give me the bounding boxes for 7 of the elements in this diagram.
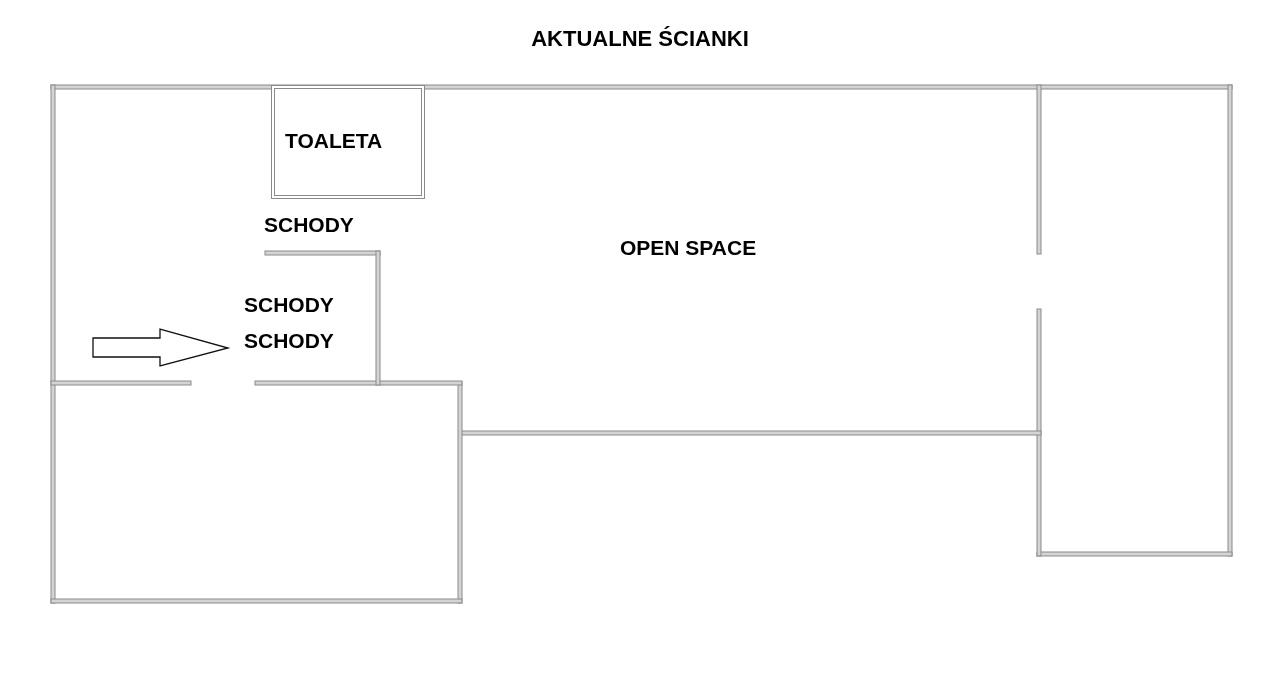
room-label: SCHODY xyxy=(264,212,354,238)
room-label: OPEN SPACE xyxy=(620,235,757,261)
room-label: SCHODY xyxy=(244,292,334,318)
room-label: TOALETA xyxy=(285,128,383,154)
room-label: SCHODY xyxy=(244,328,334,354)
plan-title: AKTUALNE ŚCIANKI xyxy=(531,25,749,53)
room-outline xyxy=(271,85,425,199)
